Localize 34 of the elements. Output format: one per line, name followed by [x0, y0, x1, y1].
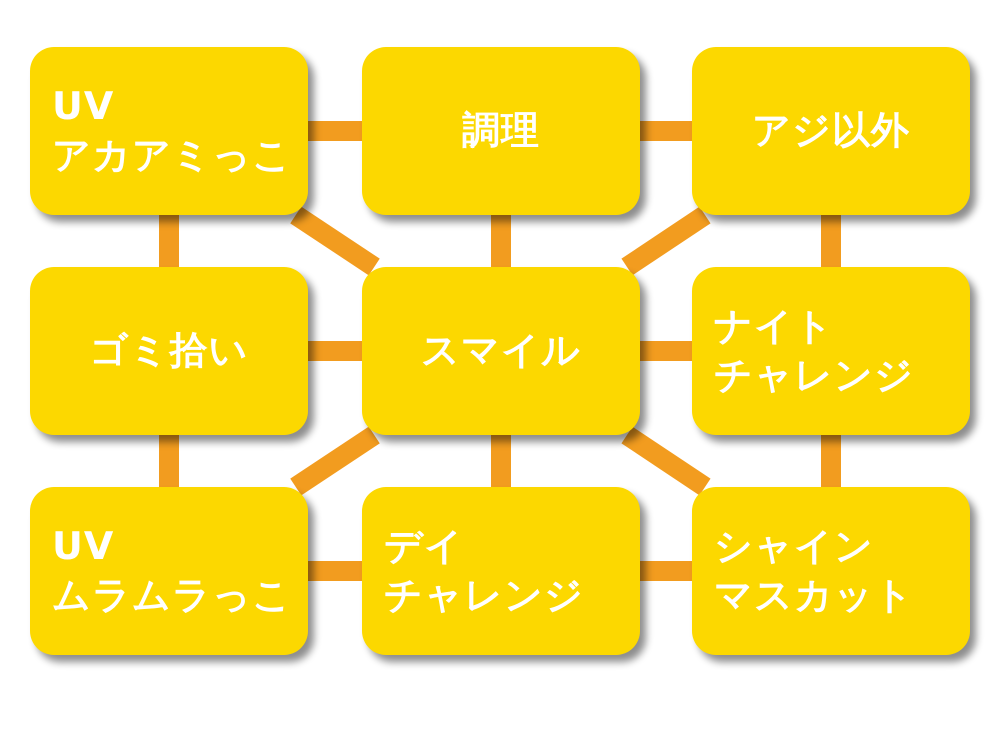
connector-bar — [491, 435, 511, 487]
box-label: UVアカアミっこ — [52, 82, 292, 179]
connector-bar — [159, 215, 179, 267]
rounded-box — [692, 267, 970, 435]
rounded-box — [692, 47, 970, 215]
connector-bar — [821, 435, 841, 487]
box-label: デイチャレンジ — [384, 522, 584, 619]
rounded-box — [30, 487, 308, 655]
box-label: スマイル — [421, 327, 581, 374]
rounded-box — [362, 267, 640, 435]
connector-bar — [621, 426, 711, 496]
connector-bar — [308, 561, 362, 581]
connector-bar — [290, 206, 380, 276]
connector-bar — [640, 561, 692, 581]
box-label: ゴミ拾い — [90, 327, 248, 374]
connector-bar — [290, 426, 380, 496]
box-label: ナイトチャレンジ — [714, 302, 914, 399]
connector-bar — [821, 215, 841, 267]
connector-bar — [491, 215, 511, 267]
box-label: 調理 — [462, 107, 540, 154]
rounded-box — [362, 487, 640, 655]
rounded-box — [30, 267, 308, 435]
rounded-box — [362, 47, 640, 215]
rounded-box — [692, 487, 970, 655]
connector-bar — [308, 341, 362, 361]
connector-bar — [621, 206, 711, 276]
connector-bar — [159, 435, 179, 487]
connector-bar — [640, 121, 692, 141]
box-label: アジ以外 — [752, 107, 910, 154]
box-label: UVムラムラっこ — [52, 522, 292, 619]
rounded-box — [30, 47, 308, 215]
box-label: シャインマスカット — [714, 522, 914, 619]
connector-bar — [308, 121, 362, 141]
connector-bar — [640, 341, 692, 361]
